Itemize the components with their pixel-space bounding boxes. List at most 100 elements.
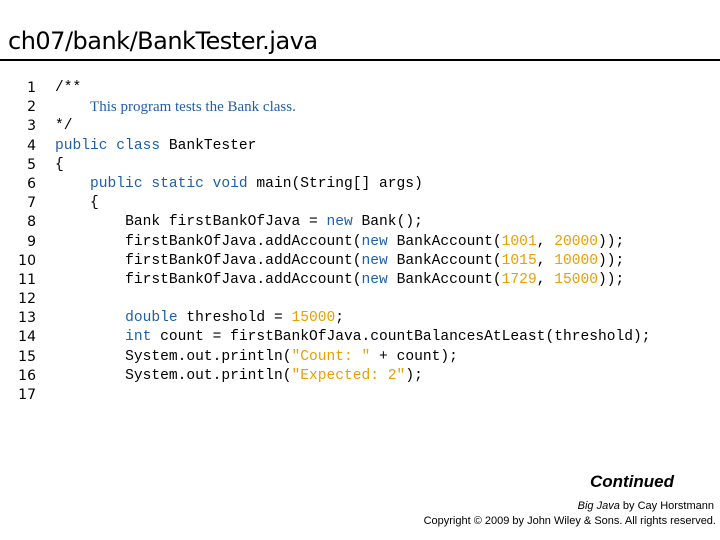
code-token: main(String[] args)	[247, 175, 423, 192]
code-text: */	[55, 117, 73, 136]
code-token: 15000	[554, 271, 599, 288]
line-number: 5	[27, 156, 36, 173]
code-token: System.out.println(	[125, 367, 292, 384]
line-number: 16	[18, 367, 36, 384]
book-credit: Big Java by Cay Horstmann	[578, 500, 714, 512]
code-line: 1 /**	[0, 79, 720, 98]
code-text: firstBankOfJava.addAccount(new BankAccou…	[55, 233, 624, 252]
code-token: {	[90, 195, 99, 212]
code-token: ;	[335, 310, 345, 327]
code-text: int count = firstBankOfJava.countBalance…	[55, 328, 651, 347]
book-author: by Cay Horstmann	[619, 500, 714, 512]
code-token: ,	[536, 252, 555, 269]
code-line: 3 */	[0, 117, 720, 136]
code-token: 15000	[291, 310, 336, 327]
code-token: ,	[536, 271, 555, 288]
code-token: firstBankOfJava.addAccount(	[125, 233, 362, 250]
code-text: firstBankOfJava.addAccount(new BankAccou…	[55, 252, 624, 271]
code-indent	[55, 368, 125, 384]
code-token: public class	[55, 137, 161, 154]
slide-title: ch07/bank/BankTester.java	[8, 27, 318, 55]
code-text: {	[55, 194, 99, 213]
code-token: count = firstBankOfJava.countBalancesAtL…	[151, 329, 651, 346]
code-token: Bank firstBankOfJava =	[125, 214, 327, 231]
code-text: {	[55, 156, 64, 175]
code-token: 1729	[501, 271, 537, 288]
code-token: System.out.println(	[125, 348, 292, 365]
code-indent	[55, 195, 90, 211]
code-line: 13 double threshold = 15000;	[0, 309, 720, 328]
code-indent	[55, 310, 125, 326]
code-indent	[55, 329, 125, 345]
code-text: System.out.println("Count: " + count);	[55, 348, 458, 367]
line-number: 2	[27, 99, 36, 116]
code-token: );	[405, 367, 423, 384]
code-token: BankAccount(	[387, 252, 502, 269]
code-token: ));	[598, 233, 625, 250]
code-token: + count);	[370, 348, 458, 365]
code-token: ));	[598, 271, 625, 288]
line-number: 3	[27, 118, 36, 135]
code-token: ));	[598, 252, 625, 269]
code-token: "Count: "	[291, 348, 371, 365]
code-token: 1001	[501, 233, 537, 250]
line-number: 9	[27, 233, 36, 250]
code-line: 7 {	[0, 194, 720, 213]
code-token: int	[125, 329, 152, 346]
code-token: 20000	[554, 233, 599, 250]
code-indent	[55, 349, 125, 365]
code-token: public static void	[90, 175, 248, 192]
line-number: 12	[18, 291, 36, 308]
code-indent	[55, 100, 90, 116]
code-token: threshold =	[177, 310, 292, 327]
code-text: public static void main(String[] args)	[55, 175, 423, 194]
line-number: 13	[18, 310, 36, 327]
code-token: ,	[536, 233, 555, 250]
line-number: 8	[27, 214, 36, 231]
code-text: /**	[55, 79, 81, 98]
code-text: This program tests the Bank class.	[55, 98, 296, 118]
continued-label: Continued	[589, 472, 674, 491]
line-number: 1	[27, 80, 36, 96]
code-line: 10 firstBankOfJava.addAccount(new BankAc…	[0, 252, 720, 271]
code-token: 10000	[554, 252, 599, 269]
code-line: 5{	[0, 156, 720, 175]
code-text: double threshold = 15000;	[55, 309, 344, 328]
code-line: 12	[0, 290, 720, 309]
line-number: 6	[27, 175, 36, 192]
code-text: Bank firstBankOfJava = new Bank();	[55, 213, 423, 232]
code-token: Bank();	[352, 214, 423, 231]
code-token: new	[326, 214, 353, 231]
code-token: BankAccount(	[387, 233, 502, 250]
code-indent	[55, 234, 125, 250]
code-line: 2 This program tests the Bank class.	[0, 98, 720, 117]
code-line: 8 Bank firstBankOfJava = new Bank();	[0, 213, 720, 232]
code-line: 14 int count = firstBankOfJava.countBala…	[0, 328, 720, 347]
line-number: 4	[27, 137, 36, 154]
code-indent	[55, 176, 90, 192]
copyright-notice: Copyright © 2009 by John Wiley & Sons. A…	[423, 515, 716, 527]
line-number: 15	[18, 348, 36, 365]
code-token: firstBankOfJava.addAccount(	[125, 271, 362, 288]
code-token: new	[361, 233, 388, 250]
code-line: 6 public static void main(String[] args)	[0, 175, 720, 194]
line-number: 17	[18, 387, 36, 403]
code-token: /**	[55, 80, 82, 96]
code-token: double	[125, 310, 178, 327]
code-listing: 1 /** 2 This program tests the Bank class.…	[0, 79, 720, 405]
book-title: Big Java	[577, 500, 620, 512]
code-token: 1015	[501, 252, 537, 269]
line-number: 10	[18, 252, 36, 269]
code-text: System.out.println("Expected: 2");	[55, 367, 423, 386]
code-indent	[55, 253, 125, 269]
code-token: BankTester	[160, 137, 257, 154]
code-token: BankAccount(	[387, 271, 502, 288]
code-indent	[55, 272, 125, 288]
code-text: firstBankOfJava.addAccount(new BankAccou…	[55, 271, 624, 290]
code-token: {	[55, 156, 64, 173]
code-line: 17	[0, 386, 720, 405]
code-token: This program tests the Bank class.	[90, 99, 296, 116]
code-text: public class BankTester	[55, 137, 256, 156]
code-token: new	[361, 271, 388, 288]
code-token: firstBankOfJava.addAccount(	[125, 252, 362, 269]
